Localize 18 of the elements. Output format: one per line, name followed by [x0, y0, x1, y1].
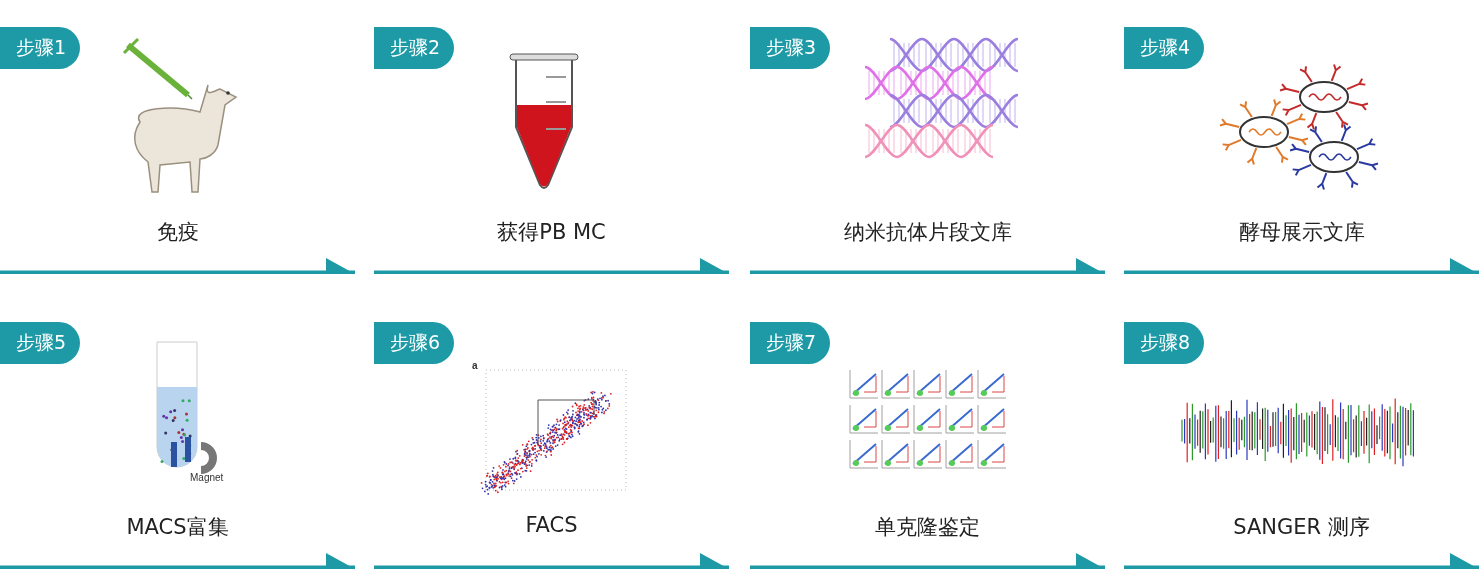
step-caption: FACS	[524, 513, 579, 537]
step-badge: 步骤4	[1124, 27, 1205, 69]
step-badge: 步骤8	[1124, 322, 1205, 364]
step-badge: 步骤2	[374, 27, 455, 69]
step-caption: SANGER 测序	[1232, 514, 1371, 541]
panel-letter: a	[472, 360, 478, 371]
step-caption: 酵母展示文库	[1237, 219, 1366, 246]
magnet-label: Magnet	[190, 472, 224, 483]
step-badge: 步骤5	[0, 322, 81, 364]
step-caption: 纳米抗体片段文库	[842, 219, 1013, 246]
step-caption: 免疫	[155, 219, 200, 246]
step-badge: 步骤1	[0, 27, 81, 69]
step-badge: 步骤7	[750, 322, 831, 364]
step-caption: 获得PB MC	[496, 219, 607, 246]
step-caption: MACS富集	[125, 514, 230, 541]
step-badge: 步骤3	[750, 27, 831, 69]
step-caption: 单克隆鉴定	[874, 514, 981, 541]
step-badge: 步骤6	[374, 322, 455, 364]
